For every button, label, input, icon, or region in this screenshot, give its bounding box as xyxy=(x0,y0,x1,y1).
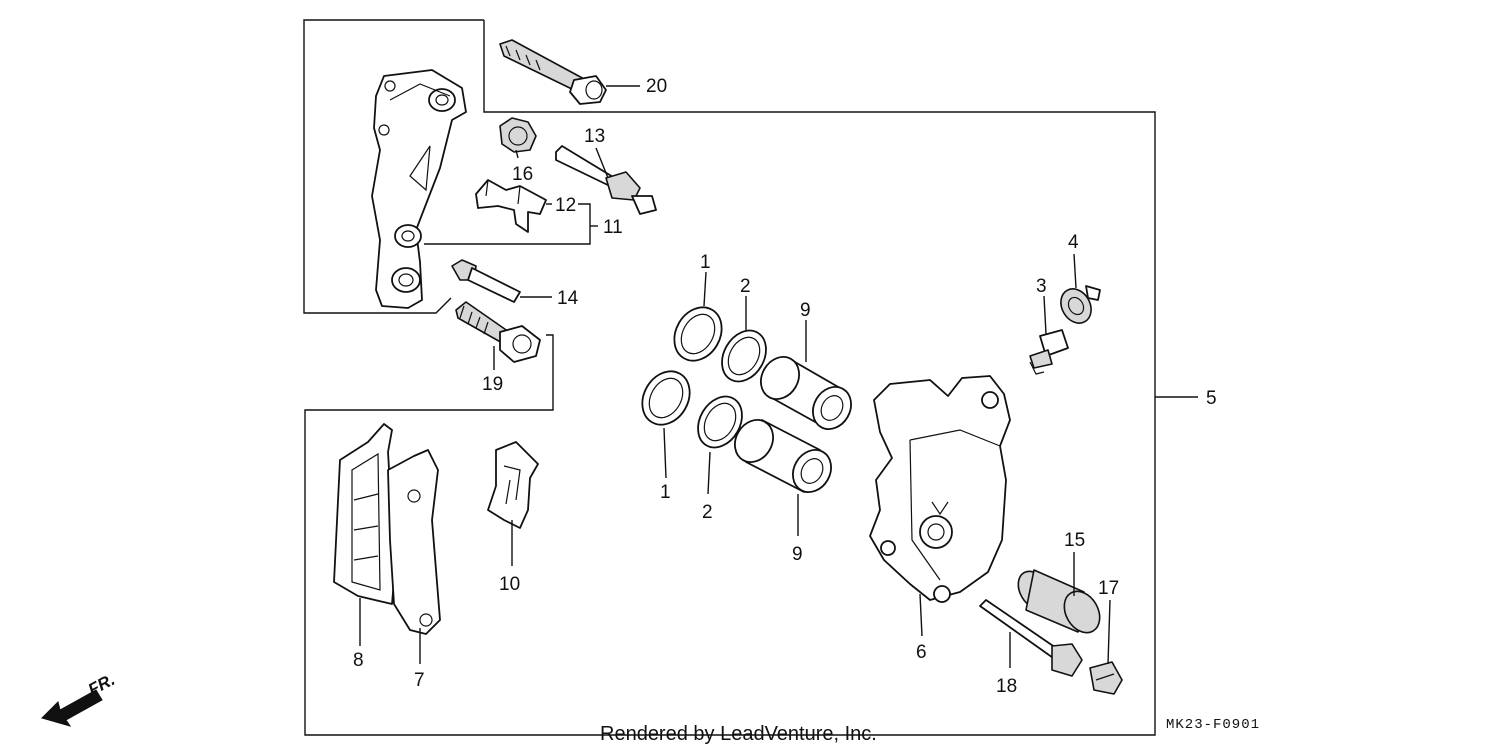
spring-12 xyxy=(475,179,547,233)
dust-seal-2-upper xyxy=(721,329,767,383)
callout-3: 3 xyxy=(1036,276,1047,297)
diagram-code: MK23-F0901 xyxy=(1166,717,1260,733)
plug-15 xyxy=(1017,569,1101,634)
callout-2-upper: 2 xyxy=(740,276,751,297)
dust-seal-2-lower xyxy=(697,395,743,449)
callout-4: 4 xyxy=(1068,232,1079,253)
piston-seal-1-lower xyxy=(641,370,691,426)
leader-lines xyxy=(359,85,1111,668)
bolt-19 xyxy=(455,301,541,363)
brake-pad-7 xyxy=(387,449,441,635)
caliper-body xyxy=(869,375,1011,603)
pin-14 xyxy=(451,259,521,303)
front-direction-marker: FR. xyxy=(41,670,118,727)
callout-9-upper: 9 xyxy=(800,300,811,321)
pin-13 xyxy=(555,145,657,215)
piston-9-lower xyxy=(734,419,832,493)
callout-15: 15 xyxy=(1064,530,1085,551)
callout-5: 5 xyxy=(1206,388,1217,409)
bleeder-valve-3 xyxy=(1029,329,1069,375)
caliper-bracket xyxy=(371,69,467,309)
piston-seal-1-upper xyxy=(673,306,723,362)
assembly-outline xyxy=(303,19,1198,736)
cap-17 xyxy=(1089,661,1123,695)
retainer-10 xyxy=(487,441,539,529)
callout-14: 14 xyxy=(557,288,579,309)
pin-18 xyxy=(979,599,1083,677)
callout-9-lower: 9 xyxy=(792,544,803,565)
callout-2-lower: 2 xyxy=(702,502,713,523)
callout-16: 16 xyxy=(512,164,533,185)
brake-pad-8 xyxy=(333,423,395,605)
callout-1-lower: 1 xyxy=(660,482,671,503)
callout-20: 20 xyxy=(646,76,667,97)
callout-6: 6 xyxy=(916,642,927,663)
bleeder-cap-4 xyxy=(1060,285,1101,324)
piston-9-upper xyxy=(760,356,852,430)
bolt-20 xyxy=(499,39,607,105)
callout-1-upper: 1 xyxy=(700,252,711,273)
nut-16 xyxy=(499,117,537,153)
callout-10: 10 xyxy=(499,574,520,595)
callout-18: 18 xyxy=(996,676,1017,697)
render-credit: Rendered by LeadVenture, Inc. xyxy=(600,723,877,745)
callout-7: 7 xyxy=(414,670,425,691)
callout-labels: 20 16 13 12 11 14 19 1 2 9 1 2 9 4 3 5 1… xyxy=(353,76,1217,697)
callout-19: 19 xyxy=(482,374,503,395)
front-arrow-icon xyxy=(41,689,103,727)
callout-17: 17 xyxy=(1098,578,1119,599)
callout-13: 13 xyxy=(584,126,605,147)
callout-8: 8 xyxy=(353,650,364,671)
callout-12: 12 xyxy=(555,195,576,216)
callout-11: 11 xyxy=(603,217,623,238)
